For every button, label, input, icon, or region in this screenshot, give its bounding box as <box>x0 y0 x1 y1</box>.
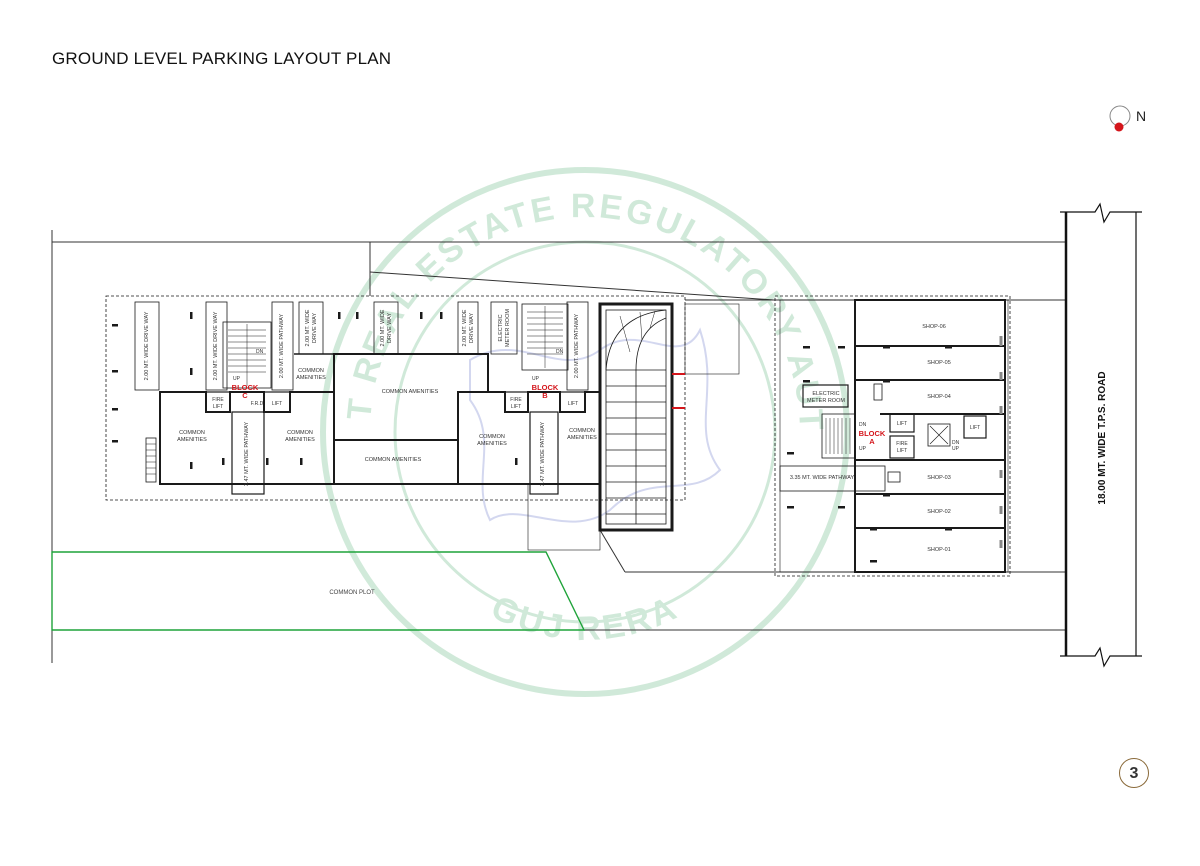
stair-dn-a-right: DN <box>952 440 960 446</box>
amenities-c-top-line2: AMENITIES <box>296 375 326 381</box>
north-indicator-dot <box>1114 122 1124 132</box>
watermark-bottom-text: GUJ RERA <box>486 588 685 648</box>
pathway-label-b: 2.00 MT. WIDE PATHWAY <box>574 314 580 379</box>
block-a <box>774 295 1011 577</box>
watermark-map-outline <box>469 327 722 523</box>
common-plot: COMMON PLOT <box>51 551 586 631</box>
stair-up-c: UP <box>233 376 241 382</box>
lift-a-right: LIFT <box>970 425 980 431</box>
electric-meter-room-b: ELECTRIC METER ROOM <box>498 309 511 347</box>
stair-dn-a: DN <box>859 422 867 428</box>
page-title: GROUND LEVEL PARKING LAYOUT PLAN <box>52 49 392 68</box>
road-label: 18.00 MT. WIDE T.P.S. ROAD <box>1097 371 1108 504</box>
fire-lift-a-line1: FIRE <box>896 441 908 447</box>
fire-lift-b-line1: FIRE <box>510 397 522 403</box>
north-arrow <box>1109 105 1131 132</box>
north-label: N <box>1136 108 1147 124</box>
stair-dn-b: DN <box>556 349 564 355</box>
block-c-label: BLOCK <box>232 383 259 392</box>
amenities-c-left-line1: COMMON <box>179 430 205 436</box>
fire-lift-b-line2: LIFT <box>511 404 521 410</box>
drive-way-label-3-line2: DRIVE WAY <box>312 313 318 344</box>
amenities-b-right-line1: COMMON <box>569 428 595 434</box>
shop-03-label: SHOP-03 <box>927 475 951 481</box>
drive-way-label-5-line1: 2.00 MT. WIDE <box>462 309 468 346</box>
shop-04-label: SHOP-04 <box>927 394 951 400</box>
electric-meter-b-line2: METER ROOM <box>505 309 511 347</box>
pathway-335-label: 3.35 MT. WIDE PATHWAY <box>790 475 855 481</box>
block-c-letter: C <box>242 391 248 400</box>
amenities-center-bottom: COMMON AMENITIES <box>365 457 422 463</box>
stair-dn-c: DN <box>256 349 264 355</box>
lift-b: LIFT <box>568 401 578 407</box>
amenities-b-left-line2: AMENITIES <box>477 441 507 447</box>
block-b-letter: B <box>542 391 548 400</box>
lift-a-left: LIFT <box>897 421 907 427</box>
ramp <box>527 302 740 551</box>
shop-05-label: SHOP-05 <box>927 360 951 366</box>
block-b-label: BLOCK <box>532 383 559 392</box>
common-plot-label: COMMON PLOT <box>329 590 375 596</box>
columns-a <box>787 346 952 563</box>
fire-lift-c-line1: FIRE <box>212 397 224 403</box>
blocks-b-c <box>105 295 686 501</box>
lift-c: LIFT <box>272 401 282 407</box>
pathway-347-c: 3.47 MT. WIDE PATHWAY <box>244 422 250 487</box>
drive-way-label-4: 2.00 MT. WIDE DRIVE WAY <box>380 309 393 346</box>
fire-lift-c-line2: LIFT <box>213 404 223 410</box>
pathway-label-c: 2.00 MT. WIDE PATHWAY <box>279 314 285 379</box>
stair-up-b: UP <box>532 376 540 382</box>
pathway-347-b: 3.47 MT. WIDE PATHWAY <box>540 422 546 487</box>
amenities-center-top: COMMON AMENITIES <box>382 389 439 395</box>
amenities-c-top-line1: COMMON <box>298 368 324 374</box>
watermark-top-text: GUJARAT REAL ESTATE REGULATORY AUTHORITY <box>0 0 830 434</box>
rera-watermark: GUJARAT REAL ESTATE REGULATORY AUTHORITY… <box>0 0 850 697</box>
drive-way-label-5-line2: DRIVE WAY <box>469 313 475 344</box>
columns-b-c <box>112 312 518 469</box>
road: 18.00 MT. WIDE T.P.S. ROAD <box>1060 202 1142 668</box>
drive-way-label-5: 2.00 MT. WIDE DRIVE WAY <box>462 309 475 346</box>
amenities-b-right-line2: AMENITIES <box>567 435 597 441</box>
frd-label: F.R.D <box>251 401 264 407</box>
electric-meter-a-line1: ELECTRIC <box>812 391 839 397</box>
watermark-outer-ring <box>320 167 850 697</box>
drive-way-label-4-line1: 2.00 MT. WIDE <box>380 309 386 346</box>
block-a-label: BLOCK <box>859 429 886 438</box>
drive-way-label-3-line1: 2.00 MT. WIDE <box>305 309 311 346</box>
drive-way-label-1: 2.00 MT. WIDE DRIVE WAY <box>144 311 150 380</box>
amenities-b-left-line1: COMMON <box>479 434 505 440</box>
stair-up-a: UP <box>859 446 867 452</box>
block-a-letter: A <box>869 437 875 446</box>
electric-meter-b-line1: ELECTRIC <box>498 314 504 341</box>
shop-01-label: SHOP-01 <box>927 547 951 553</box>
amenities-c-right-line1: COMMON <box>287 430 313 436</box>
drive-way-label-4-line2: DRIVE WAY <box>387 313 393 344</box>
shop-06-label: SHOP-06 <box>922 324 946 330</box>
drive-way-label-3: 2.00 MT. WIDE DRIVE WAY <box>305 309 318 346</box>
fire-lift-a-line2: LIFT <box>897 448 907 454</box>
electric-meter-a-line2: METER ROOM <box>807 398 845 404</box>
amenities-c-left-line2: AMENITIES <box>177 437 207 443</box>
amenities-c-right-line2: AMENITIES <box>285 437 315 443</box>
shop-02-label: SHOP-02 <box>927 509 951 515</box>
plan-labels: 2.00 MT. WIDE DRIVE WAY 2.00 MT. WIDE DR… <box>144 309 980 553</box>
drive-way-label-2: 2.00 MT. WIDE DRIVE WAY <box>213 311 219 380</box>
page-number-badge: 3 <box>1119 758 1149 788</box>
stair-up-a-right: UP <box>952 446 960 452</box>
